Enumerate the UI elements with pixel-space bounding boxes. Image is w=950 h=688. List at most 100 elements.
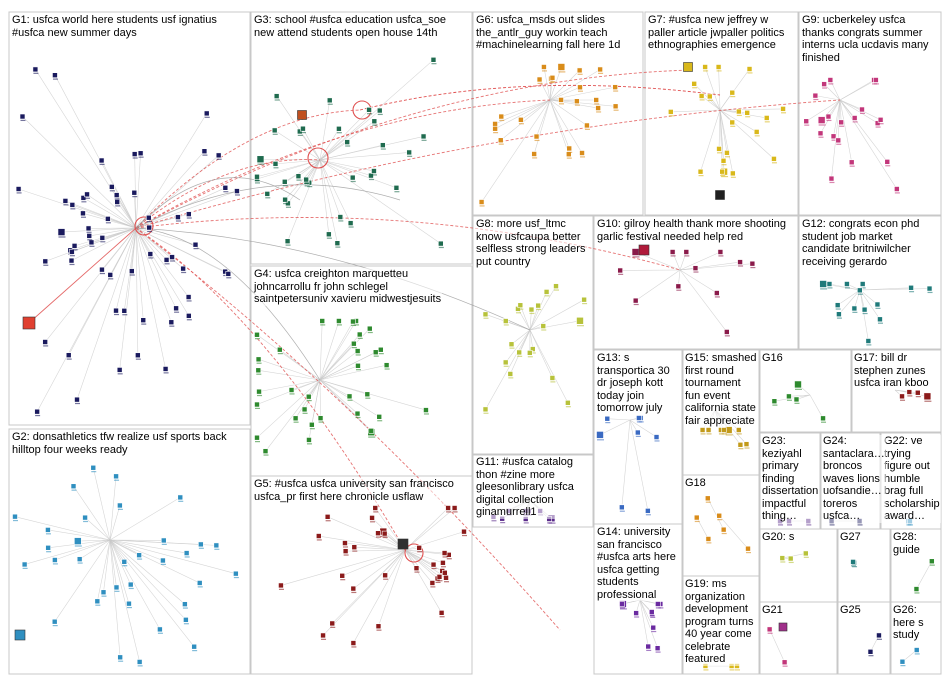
node-label-mark xyxy=(338,220,344,222)
node xyxy=(375,623,382,630)
edge xyxy=(833,99,841,137)
node xyxy=(497,137,504,144)
node xyxy=(812,92,819,99)
node-label-mark xyxy=(724,335,730,337)
node-label-mark xyxy=(186,217,192,219)
node-label-mark xyxy=(636,421,642,423)
node xyxy=(698,93,705,99)
node-label-mark xyxy=(95,604,101,606)
edge xyxy=(404,507,455,551)
node xyxy=(518,117,524,123)
node-label-mark xyxy=(566,157,572,159)
edge xyxy=(529,291,547,331)
node-label-mark xyxy=(813,98,819,101)
node xyxy=(825,113,832,120)
node-label-mark xyxy=(132,196,138,198)
node xyxy=(222,185,229,191)
node-label-mark xyxy=(368,178,374,181)
node xyxy=(271,127,278,134)
node xyxy=(198,541,204,548)
panel-g10 xyxy=(593,215,799,350)
node xyxy=(196,580,203,586)
node-label-mark xyxy=(373,511,379,513)
node xyxy=(366,325,373,332)
node-label-mark xyxy=(718,433,724,435)
edge xyxy=(319,59,434,161)
edge xyxy=(291,379,321,391)
edge xyxy=(621,419,631,508)
node-label-mark xyxy=(394,191,400,193)
node xyxy=(636,415,642,421)
node-label-mark xyxy=(559,103,565,105)
node xyxy=(136,552,142,558)
node-label-mark xyxy=(670,255,676,257)
node xyxy=(309,421,315,428)
node xyxy=(382,572,388,579)
edge xyxy=(520,99,551,121)
node-label-mark xyxy=(598,72,604,74)
node xyxy=(146,224,152,231)
node-label-mark xyxy=(407,155,413,157)
node-label-mark xyxy=(186,300,192,302)
node-label-mark xyxy=(63,204,69,206)
node-label-mark xyxy=(596,111,602,113)
node-label-mark xyxy=(114,479,120,481)
node xyxy=(326,97,333,104)
node xyxy=(69,202,76,208)
node-label-mark xyxy=(508,377,514,379)
edge xyxy=(718,66,721,111)
node xyxy=(631,248,640,256)
panel-g17 xyxy=(851,349,942,433)
node xyxy=(380,142,386,148)
node-label-mark xyxy=(509,347,515,349)
node xyxy=(851,305,858,312)
edge xyxy=(319,128,340,161)
node-label-mark xyxy=(862,312,868,315)
edge xyxy=(704,66,721,111)
edge xyxy=(18,188,137,229)
edge xyxy=(135,227,172,323)
edge xyxy=(258,379,321,392)
edge xyxy=(319,379,427,411)
edge xyxy=(319,110,380,161)
node xyxy=(675,283,682,290)
node-label-mark xyxy=(382,536,388,539)
edge xyxy=(838,289,861,315)
cross-edge xyxy=(135,184,401,229)
node-label-mark xyxy=(684,255,690,257)
node xyxy=(577,84,583,91)
node-label-mark xyxy=(806,524,812,526)
node-label-mark xyxy=(52,625,58,627)
node xyxy=(109,184,115,190)
edge xyxy=(639,599,658,649)
node xyxy=(730,170,736,177)
node xyxy=(163,257,170,263)
node xyxy=(478,199,485,205)
node-label-mark xyxy=(45,533,51,535)
node xyxy=(803,118,810,125)
edge xyxy=(679,269,728,333)
edge xyxy=(679,261,741,271)
edge xyxy=(332,549,406,624)
node-label-mark xyxy=(544,295,550,297)
node-label-mark xyxy=(735,669,741,671)
node-label-mark xyxy=(491,520,497,522)
node xyxy=(867,648,874,655)
node-label-mark xyxy=(554,289,560,291)
node-label-mark xyxy=(335,246,341,248)
panel-g21 xyxy=(759,601,838,675)
edge xyxy=(837,289,861,306)
node-label-mark xyxy=(827,287,833,289)
node xyxy=(131,151,138,157)
node-label-mark xyxy=(89,245,95,247)
node xyxy=(716,512,723,519)
node xyxy=(779,555,786,561)
node-label-mark xyxy=(900,399,906,401)
node xyxy=(693,514,700,521)
node-label-mark xyxy=(721,175,729,178)
node-label-mark xyxy=(787,524,793,526)
edge xyxy=(135,227,167,261)
panel-g23 xyxy=(759,432,821,530)
edge xyxy=(404,549,434,565)
node-label-mark xyxy=(376,536,382,538)
